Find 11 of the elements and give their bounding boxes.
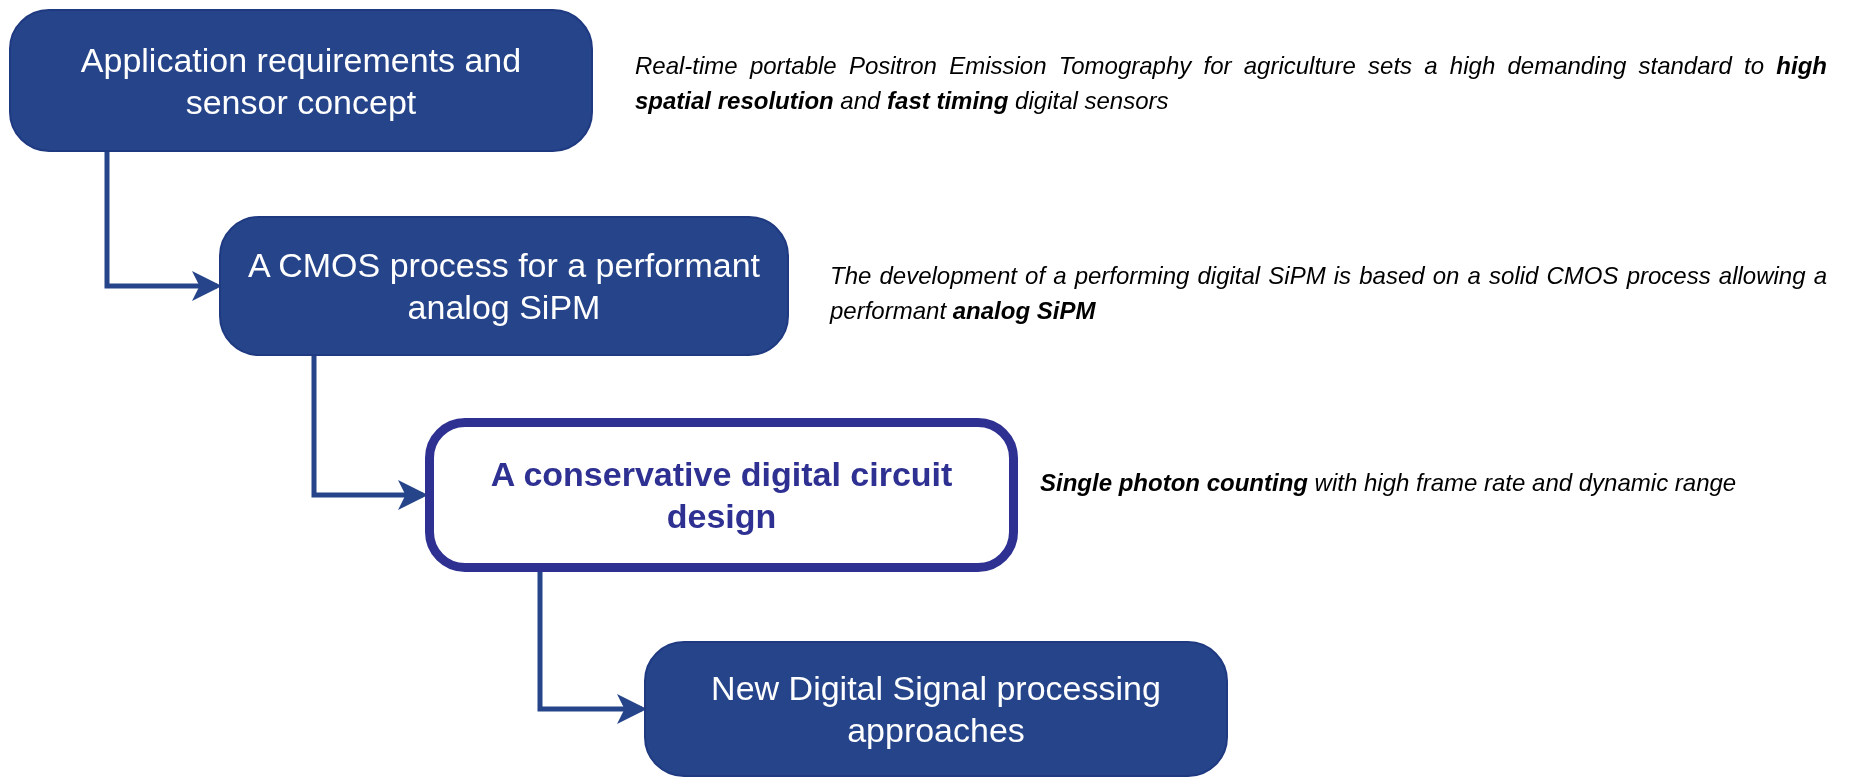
box-label: A conservative digital circuit design <box>489 454 954 537</box>
process-box <box>9 9 593 152</box>
process-box <box>425 418 1018 572</box>
annotation-text: Single photon counting with high frame rate and dynamic range <box>1040 468 1738 498</box>
annotation-text: The development of a performing digital SiPM is based on a solid CMOS process allowing a performant analog SiPM <box>830 261 1827 326</box>
box-label: Application requirements and sensor concept <box>79 39 523 123</box>
box-label: A CMOS process for a performant analog SiPM <box>246 245 762 328</box>
process-box <box>644 641 1228 777</box>
box-label: New Digital Signal processing approaches <box>710 668 1162 751</box>
annotation-text: Real-time portable Positron Emission Tomography for agriculture sets a high demanding standard to high spatial resolution and fast timing digital sensors <box>635 51 1827 116</box>
process-box <box>219 216 789 356</box>
